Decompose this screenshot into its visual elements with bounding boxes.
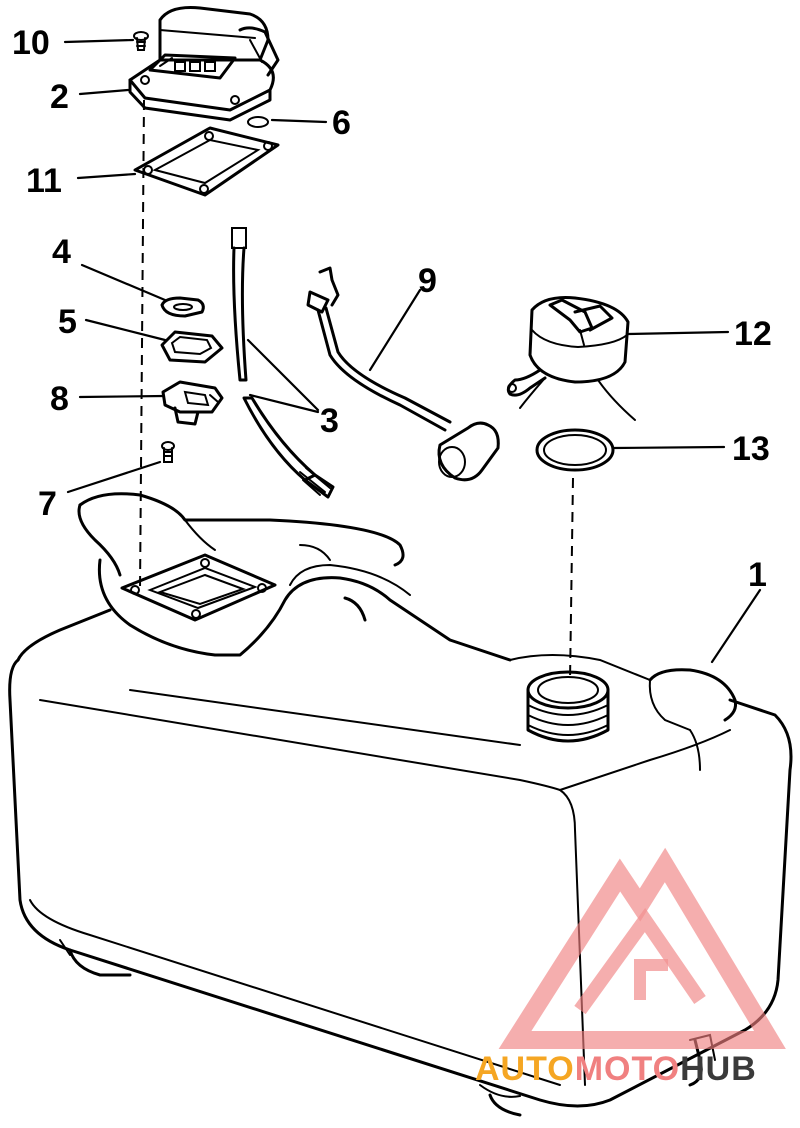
retainer-clip-part-8 (161, 380, 224, 426)
float-arm-part-9 (306, 266, 500, 482)
callout-8: 8 (50, 380, 69, 418)
callout-9: 9 (418, 262, 437, 300)
filler-cap-part-12 (506, 296, 636, 421)
watermark-moto: MOTO (575, 1050, 680, 1088)
callout-13: 13 (732, 430, 770, 468)
automotohub-watermark-logo (498, 847, 786, 1049)
callout-6: 6 (332, 104, 351, 142)
callout-5: 5 (58, 303, 77, 341)
callout-7: 7 (38, 485, 57, 523)
screw-part-10 (133, 31, 149, 51)
callout-11: 11 (26, 162, 62, 200)
assembly-line-right (569, 477, 574, 681)
callout-12: 12 (734, 315, 772, 353)
seal-part-5 (160, 330, 224, 364)
leader-lines (63, 38, 762, 664)
pickup-tube-part-3 (231, 227, 335, 499)
watermark-auto: AUTO (475, 1050, 575, 1088)
callout-4: 4 (52, 233, 71, 271)
gasket-part-11 (133, 126, 280, 197)
callout-3: 3 (320, 402, 339, 440)
filler-gasket-part-13 (535, 428, 615, 472)
grommet-part-4 (160, 296, 205, 318)
fuel-tank-body (8, 492, 793, 1117)
callout-1: 1 (748, 556, 767, 594)
watermark-text: AUTOMOTOHUB (475, 1050, 757, 1088)
assembly-line-left (139, 99, 145, 591)
connector-housing (128, 6, 280, 122)
callout-10: 10 (12, 24, 50, 62)
watermark-hub: HUB (680, 1050, 757, 1088)
small-o-ring-part-6 (247, 116, 269, 128)
callout-2: 2 (50, 78, 69, 116)
screw-part-7 (161, 441, 175, 463)
